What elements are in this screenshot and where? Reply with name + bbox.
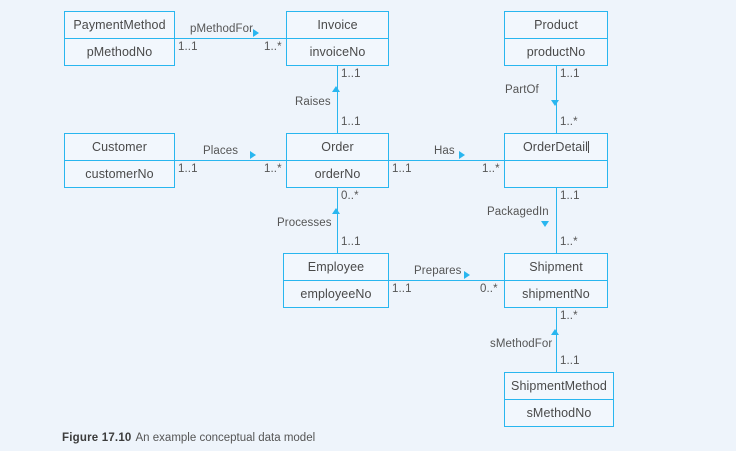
multiplicity-paymentmethod-right: 1..1 (178, 41, 198, 53)
entity-employee[interactable]: Employee employeeNo (283, 253, 389, 308)
entity-attribute: orderNo (314, 167, 361, 181)
entity-shipment[interactable]: Shipment shipmentNo (504, 253, 608, 308)
entity-attribute: shipmentNo (522, 287, 590, 301)
multiplicity-order-top: 1..1 (341, 116, 361, 128)
relationship-arrow-partof-icon (551, 100, 559, 106)
relationship-label-packagedin: PackagedIn (487, 206, 549, 218)
multiplicity-order-right: 1..1 (392, 163, 412, 175)
relationship-arrow-raises-icon (332, 86, 340, 92)
multiplicity-order-bottom: 0..* (341, 190, 359, 202)
multiplicity-employee-right: 1..1 (392, 283, 412, 295)
relationship-label-places: Places (203, 145, 239, 157)
entity-attribute: employeeNo (300, 287, 372, 301)
relationship-arrow-has-icon (459, 151, 465, 159)
connector-places (175, 159, 287, 162)
relationship-label-prepares: Prepares (414, 265, 462, 277)
relationship-label-has: Has (434, 145, 455, 157)
entity-name: ShipmentMethod (505, 373, 613, 400)
connector-processes (336, 187, 339, 253)
entity-name: Product (505, 12, 607, 39)
multiplicity-shipment-bottom: 1..* (560, 310, 578, 322)
connector-partof (555, 65, 558, 133)
multiplicity-orderdetail-left: 1..* (482, 163, 500, 175)
connector-raises (336, 65, 339, 133)
multiplicity-shipment-top: 1..* (560, 236, 578, 248)
entity-attribute: customerNo (85, 167, 154, 181)
connector-prepares (389, 279, 505, 282)
entity-name: Employee (284, 254, 388, 281)
connector-smethodfor (555, 307, 558, 372)
multiplicity-invoice-bottom: 1..1 (341, 68, 361, 80)
connector-packagedin (555, 187, 558, 253)
relationship-arrow-smethodfor-icon (551, 329, 559, 335)
multiplicity-shipmentmethod-top: 1..1 (560, 355, 580, 367)
multiplicity-shipment-left: 0..* (480, 283, 498, 295)
relationship-arrow-packagedin-icon (541, 221, 549, 227)
relationship-arrow-places-icon (250, 151, 256, 159)
entity-order[interactable]: Order orderNo (286, 133, 389, 188)
multiplicity-order-left: 1..* (264, 163, 282, 175)
entity-name: Order (287, 134, 388, 161)
entity-orderdetail[interactable]: OrderDetail (504, 133, 608, 188)
entity-attribute: sMethodNo (526, 406, 592, 420)
entity-name: Shipment (505, 254, 607, 281)
entity-invoice[interactable]: Invoice invoiceNo (286, 11, 389, 66)
entity-customer[interactable]: Customer customerNo (64, 133, 175, 188)
multiplicity-customer-right: 1..1 (178, 163, 198, 175)
relationship-label-partof: PartOf (505, 84, 539, 96)
entity-attribute: pMethodNo (86, 45, 153, 59)
entity-shipmentmethod[interactable]: ShipmentMethod sMethodNo (504, 372, 614, 427)
entity-name: Invoice (287, 12, 388, 39)
relationship-label-smethodfor: sMethodFor (490, 338, 553, 350)
relationship-label-raises: Raises (295, 96, 331, 108)
entity-name: OrderDetail (505, 134, 607, 161)
relationship-arrow-pmethodfor-icon (253, 29, 259, 37)
figure-caption-text: An example conceptual data model (135, 432, 316, 444)
connector-has (389, 159, 505, 162)
figure-label: Figure 17.10 (62, 432, 132, 444)
entity-attribute: invoiceNo (309, 45, 366, 59)
entity-paymentmethod[interactable]: PaymentMethod pMethodNo (64, 11, 175, 66)
entity-name: Customer (65, 134, 174, 161)
multiplicity-orderdetail-bottom: 1..1 (560, 190, 580, 202)
multiplicity-employee-top: 1..1 (341, 236, 361, 248)
entity-attribute: productNo (526, 45, 586, 59)
relationship-label-processes: Processes (277, 217, 332, 229)
relationship-label-pmethodfor: pMethodFor (190, 23, 254, 35)
entity-attribute (505, 161, 607, 188)
multiplicity-product-bottom: 1..1 (560, 68, 580, 80)
relationship-arrow-processes-icon (332, 208, 340, 214)
connector-pmethodfor (175, 37, 287, 40)
multiplicity-orderdetail-top: 1..* (560, 116, 578, 128)
multiplicity-invoice-left: 1..* (264, 41, 282, 53)
entity-name: PaymentMethod (65, 12, 174, 39)
relationship-arrow-prepares-icon (464, 271, 470, 279)
text-cursor-icon (588, 141, 589, 153)
entity-product[interactable]: Product productNo (504, 11, 608, 66)
